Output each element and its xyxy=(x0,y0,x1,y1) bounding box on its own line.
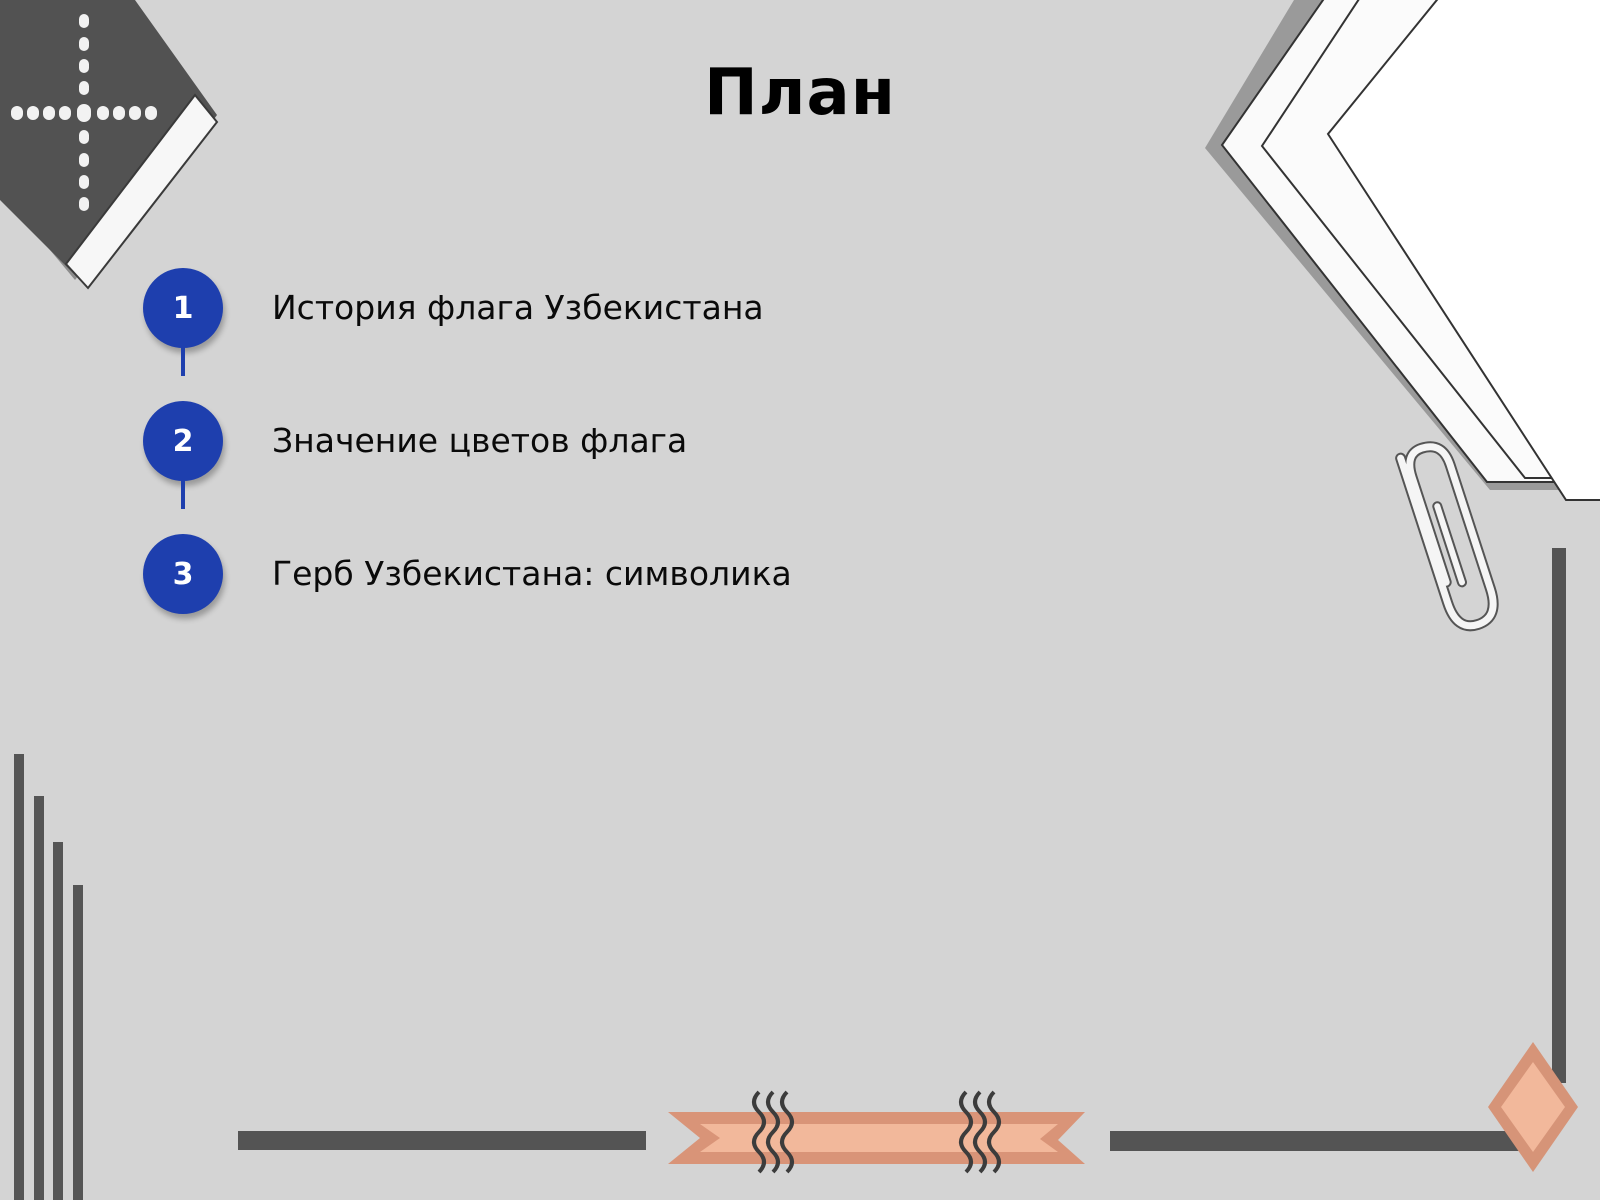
bottom-frame-lines xyxy=(238,548,1566,1151)
plan-item-3: 3 Герб Узбекистана: символика xyxy=(0,534,900,616)
paperclip-icon xyxy=(1395,441,1499,632)
step-connector xyxy=(181,479,185,509)
step-connector xyxy=(181,346,185,376)
step-number-badge: 2 xyxy=(143,401,223,481)
plan-item-2: 2 Значение цветов флага xyxy=(0,401,900,509)
step-number-badge: 1 xyxy=(143,268,223,348)
paper-stack-icon xyxy=(1205,0,1600,501)
step-number-badge: 3 xyxy=(143,534,223,614)
plan-item-label: Герб Узбекистана: символика xyxy=(272,554,792,593)
diamond-icon xyxy=(1488,1042,1578,1172)
plan-item-label: Значение цветов флага xyxy=(272,421,688,460)
slide-title: План xyxy=(704,56,896,130)
left-vertical-bars xyxy=(14,754,83,1200)
plan-item-label: История флага Узбекистана xyxy=(272,288,764,327)
book-icon xyxy=(0,0,219,290)
plan-item-1: 1 История флага Узбекистана xyxy=(0,268,900,376)
ribbon-icon xyxy=(668,1090,1085,1174)
